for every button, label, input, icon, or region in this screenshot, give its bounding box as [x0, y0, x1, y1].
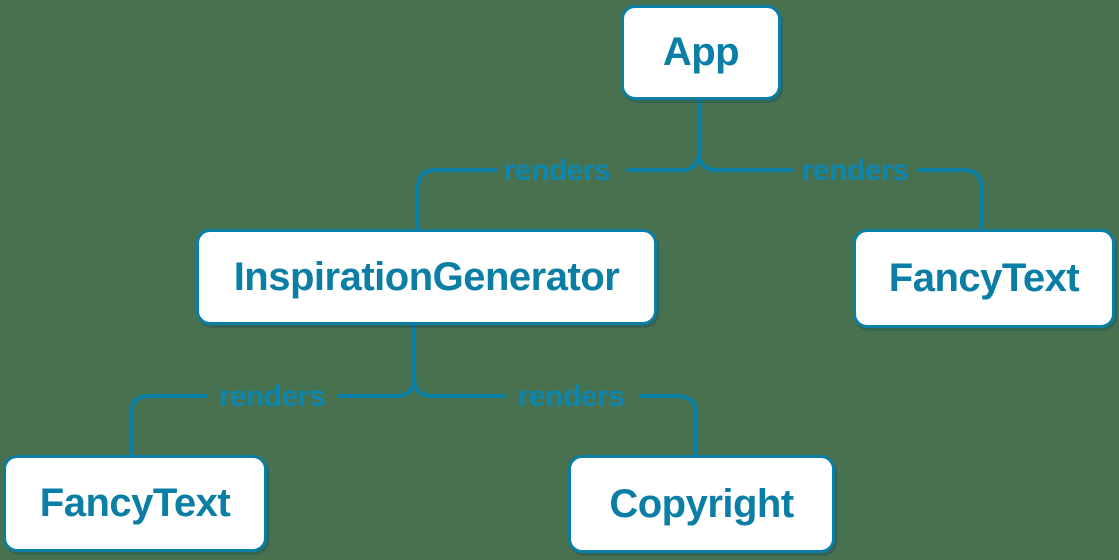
node-inspiration-generator-label: InspirationGenerator	[233, 254, 620, 299]
edge-label-renders-app-inspirationgenerator: renders	[503, 154, 611, 187]
edge-label-renders-inspirationgenerator-fancytext: renders	[218, 380, 326, 413]
connector-app-to-fancytext-b	[917, 168, 984, 231]
node-fancy-text-right-label: FancyText	[888, 256, 1080, 300]
connector-app-to-inspirationgenerator-b	[416, 168, 498, 231]
node-copyright: Copyright	[568, 455, 835, 553]
node-copyright-label: Copyright	[609, 481, 794, 526]
node-fancy-text-right: FancyText	[853, 229, 1115, 328]
connector-inspirationgenerator-stem	[394, 323, 434, 398]
node-inspiration-generator: InspirationGenerator	[196, 229, 657, 325]
connector-app-stem	[679, 98, 719, 172]
edge-label-renders-app-fancytext: renders	[801, 154, 909, 187]
edge-label-renders-inspirationgenerator-copyright: renders	[517, 380, 625, 413]
node-app: App	[621, 5, 781, 100]
node-fancy-text-left: FancyText	[3, 455, 267, 552]
node-fancy-text-left-label: FancyText	[39, 481, 231, 525]
node-app-label: App	[662, 30, 740, 74]
connector-inspirationgenerator-to-copyright-b	[639, 394, 698, 457]
connector-inspirationgenerator-to-fancytext-b	[129, 394, 208, 457]
